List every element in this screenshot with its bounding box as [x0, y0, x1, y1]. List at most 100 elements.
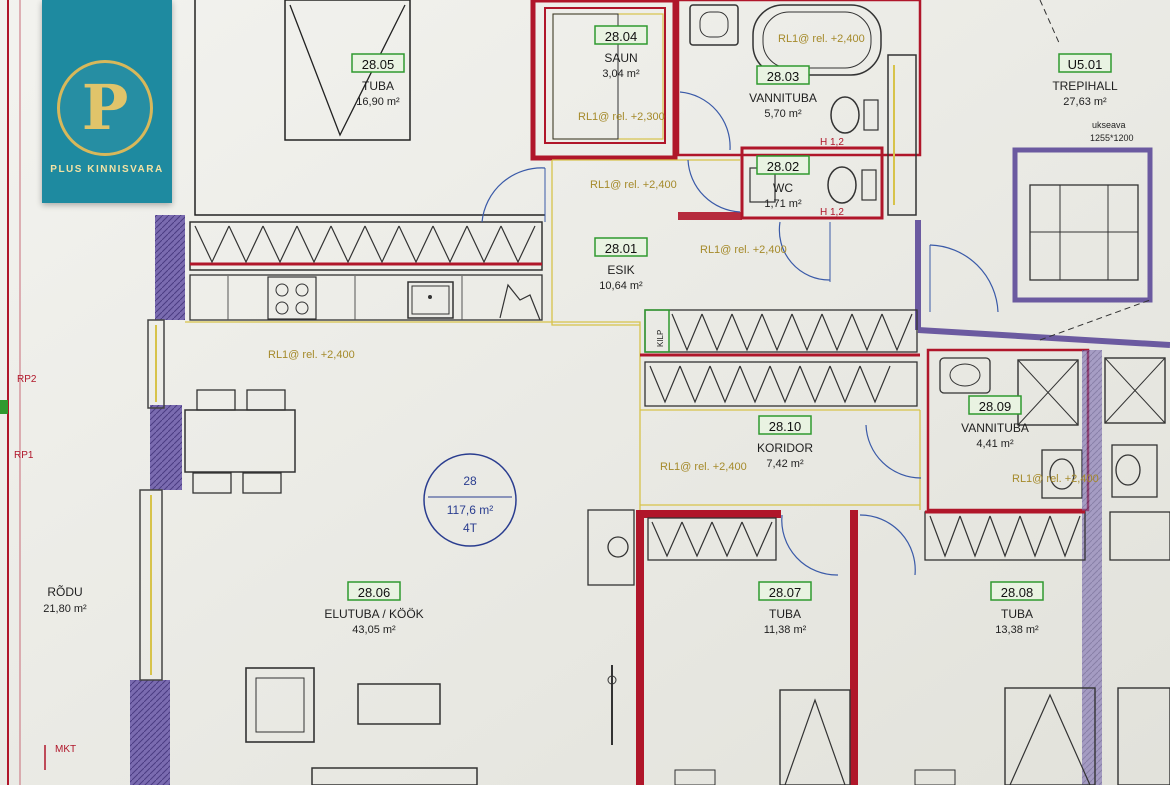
rp1-marker: RP1 — [14, 450, 34, 461]
room-name: TUBA — [769, 607, 801, 621]
toilet-28-03 — [830, 96, 860, 134]
rl-note-bath: RL1@ rel. +2,400 — [778, 33, 865, 45]
kilp-box — [644, 309, 670, 353]
kilp-label: KILP — [656, 330, 665, 347]
room-code: 28.02 — [767, 159, 800, 174]
room-name: KORIDOR — [757, 441, 813, 455]
bath2-sink — [939, 357, 991, 394]
brand-name: PLUS KINNISVARA — [50, 164, 164, 175]
rl-note-hall-a: RL1@ rel. +2,400 — [590, 179, 677, 191]
dining-table — [184, 409, 296, 473]
door-arc-bedroom — [481, 167, 546, 223]
shower — [1017, 359, 1079, 426]
door-arc-wc — [778, 221, 831, 281]
logo-emblem: P — [57, 60, 153, 156]
rl-note-saun: RL1@ rel. +2,300 — [578, 111, 665, 123]
rp2-marker: RP2 — [17, 374, 37, 385]
room-code: 28.08 — [1001, 585, 1034, 600]
rl-note-bath2: RL1@ rel. +2,400 — [1012, 473, 1099, 485]
sink — [407, 281, 454, 319]
room-code: 28.10 — [769, 419, 802, 434]
unit-badge: 28 117,6 m² 4T — [423, 453, 517, 547]
room-code: 28.07 — [769, 585, 802, 600]
door-arc-bath2 — [865, 424, 922, 479]
door-arc-entrance — [929, 244, 999, 313]
logo-letter: P — [81, 71, 129, 144]
sofa — [311, 767, 478, 785]
fridge-symbol — [499, 283, 541, 321]
room-name: WC — [773, 181, 793, 195]
exterior-wall-bottom — [130, 680, 170, 785]
wc-wall — [740, 146, 884, 220]
room-code: 28.09 — [979, 399, 1012, 414]
room-area: 43,05 m² — [352, 624, 396, 636]
room-area: 1,71 m² — [764, 198, 802, 210]
rl-note-corridor: RL1@ rel. +2,400 — [660, 461, 747, 473]
room-name: ELUTUBA / KÖÖK — [324, 607, 423, 621]
room-area: 4,41 m² — [976, 438, 1014, 450]
wardrobe-strip-3 — [644, 361, 918, 407]
room-code: 28.04 — [605, 29, 638, 44]
coffee-table — [357, 683, 441, 725]
balcony-name: RÕDU — [47, 584, 82, 599]
doorway-label: ukseava — [1092, 120, 1126, 130]
bath-sink — [689, 4, 739, 46]
door-arc-bath — [679, 91, 731, 151]
kitchen-counter — [189, 274, 543, 321]
room-name: TUBA — [362, 79, 394, 93]
room-area: 5,70 m² — [764, 108, 802, 120]
armchair — [245, 667, 315, 743]
room-code: 28.06 — [358, 585, 391, 600]
room-area: 7,42 m² — [766, 458, 804, 470]
room-name: TREPIHALL — [1052, 79, 1118, 93]
bathroom-wall — [676, 0, 922, 157]
wall-28-07-left — [636, 510, 644, 785]
ceiling-height-28-02: H 1,2 — [820, 207, 844, 218]
wardrobe-28-07 — [647, 517, 777, 561]
room-area: 27,63 m² — [1063, 96, 1107, 108]
unit-area: 117,6 m² — [447, 503, 493, 517]
window-1 — [147, 319, 165, 409]
stove — [267, 276, 317, 320]
doorway-size: 1255*1200 — [1090, 133, 1134, 143]
room-area: 13,38 m² — [995, 624, 1039, 636]
unit-number: 28 — [463, 474, 477, 488]
room-code: 28.01 — [605, 241, 638, 256]
bed-28-05 — [284, 0, 411, 141]
balcony-area: 21,80 m² — [43, 603, 87, 615]
room-name: VANNITUBA — [961, 421, 1029, 435]
room-area: 3,04 m² — [602, 68, 640, 80]
wall-28-07-right — [850, 510, 858, 785]
brand-logo: P PLUS KINNISVARA — [42, 0, 172, 203]
wardrobe-strip-1 — [189, 221, 543, 271]
exterior-wall-top — [155, 215, 185, 320]
bed-28-07 — [779, 689, 851, 785]
room-code: 28.03 — [767, 69, 800, 84]
room-name: ESIK — [607, 263, 634, 277]
room-area: 10,64 m² — [599, 280, 643, 292]
mkt-marker: MKT — [55, 744, 76, 755]
room-area: 11,38 m² — [764, 624, 807, 636]
bathtub — [752, 4, 882, 76]
party-wall — [1082, 350, 1102, 785]
window-2 — [139, 489, 163, 681]
shaft — [887, 54, 917, 216]
room-name: SAUN — [604, 51, 637, 65]
ceiling-height-28-03: H 1,2 — [820, 137, 844, 148]
room-code: U5.01 — [1068, 57, 1103, 72]
room-area: 16,90 m² — [356, 96, 400, 108]
room-name: VANNITUBA — [749, 91, 817, 105]
sauna-wall — [530, 0, 678, 161]
exterior-wall-mid — [150, 405, 182, 490]
washer — [587, 509, 635, 586]
